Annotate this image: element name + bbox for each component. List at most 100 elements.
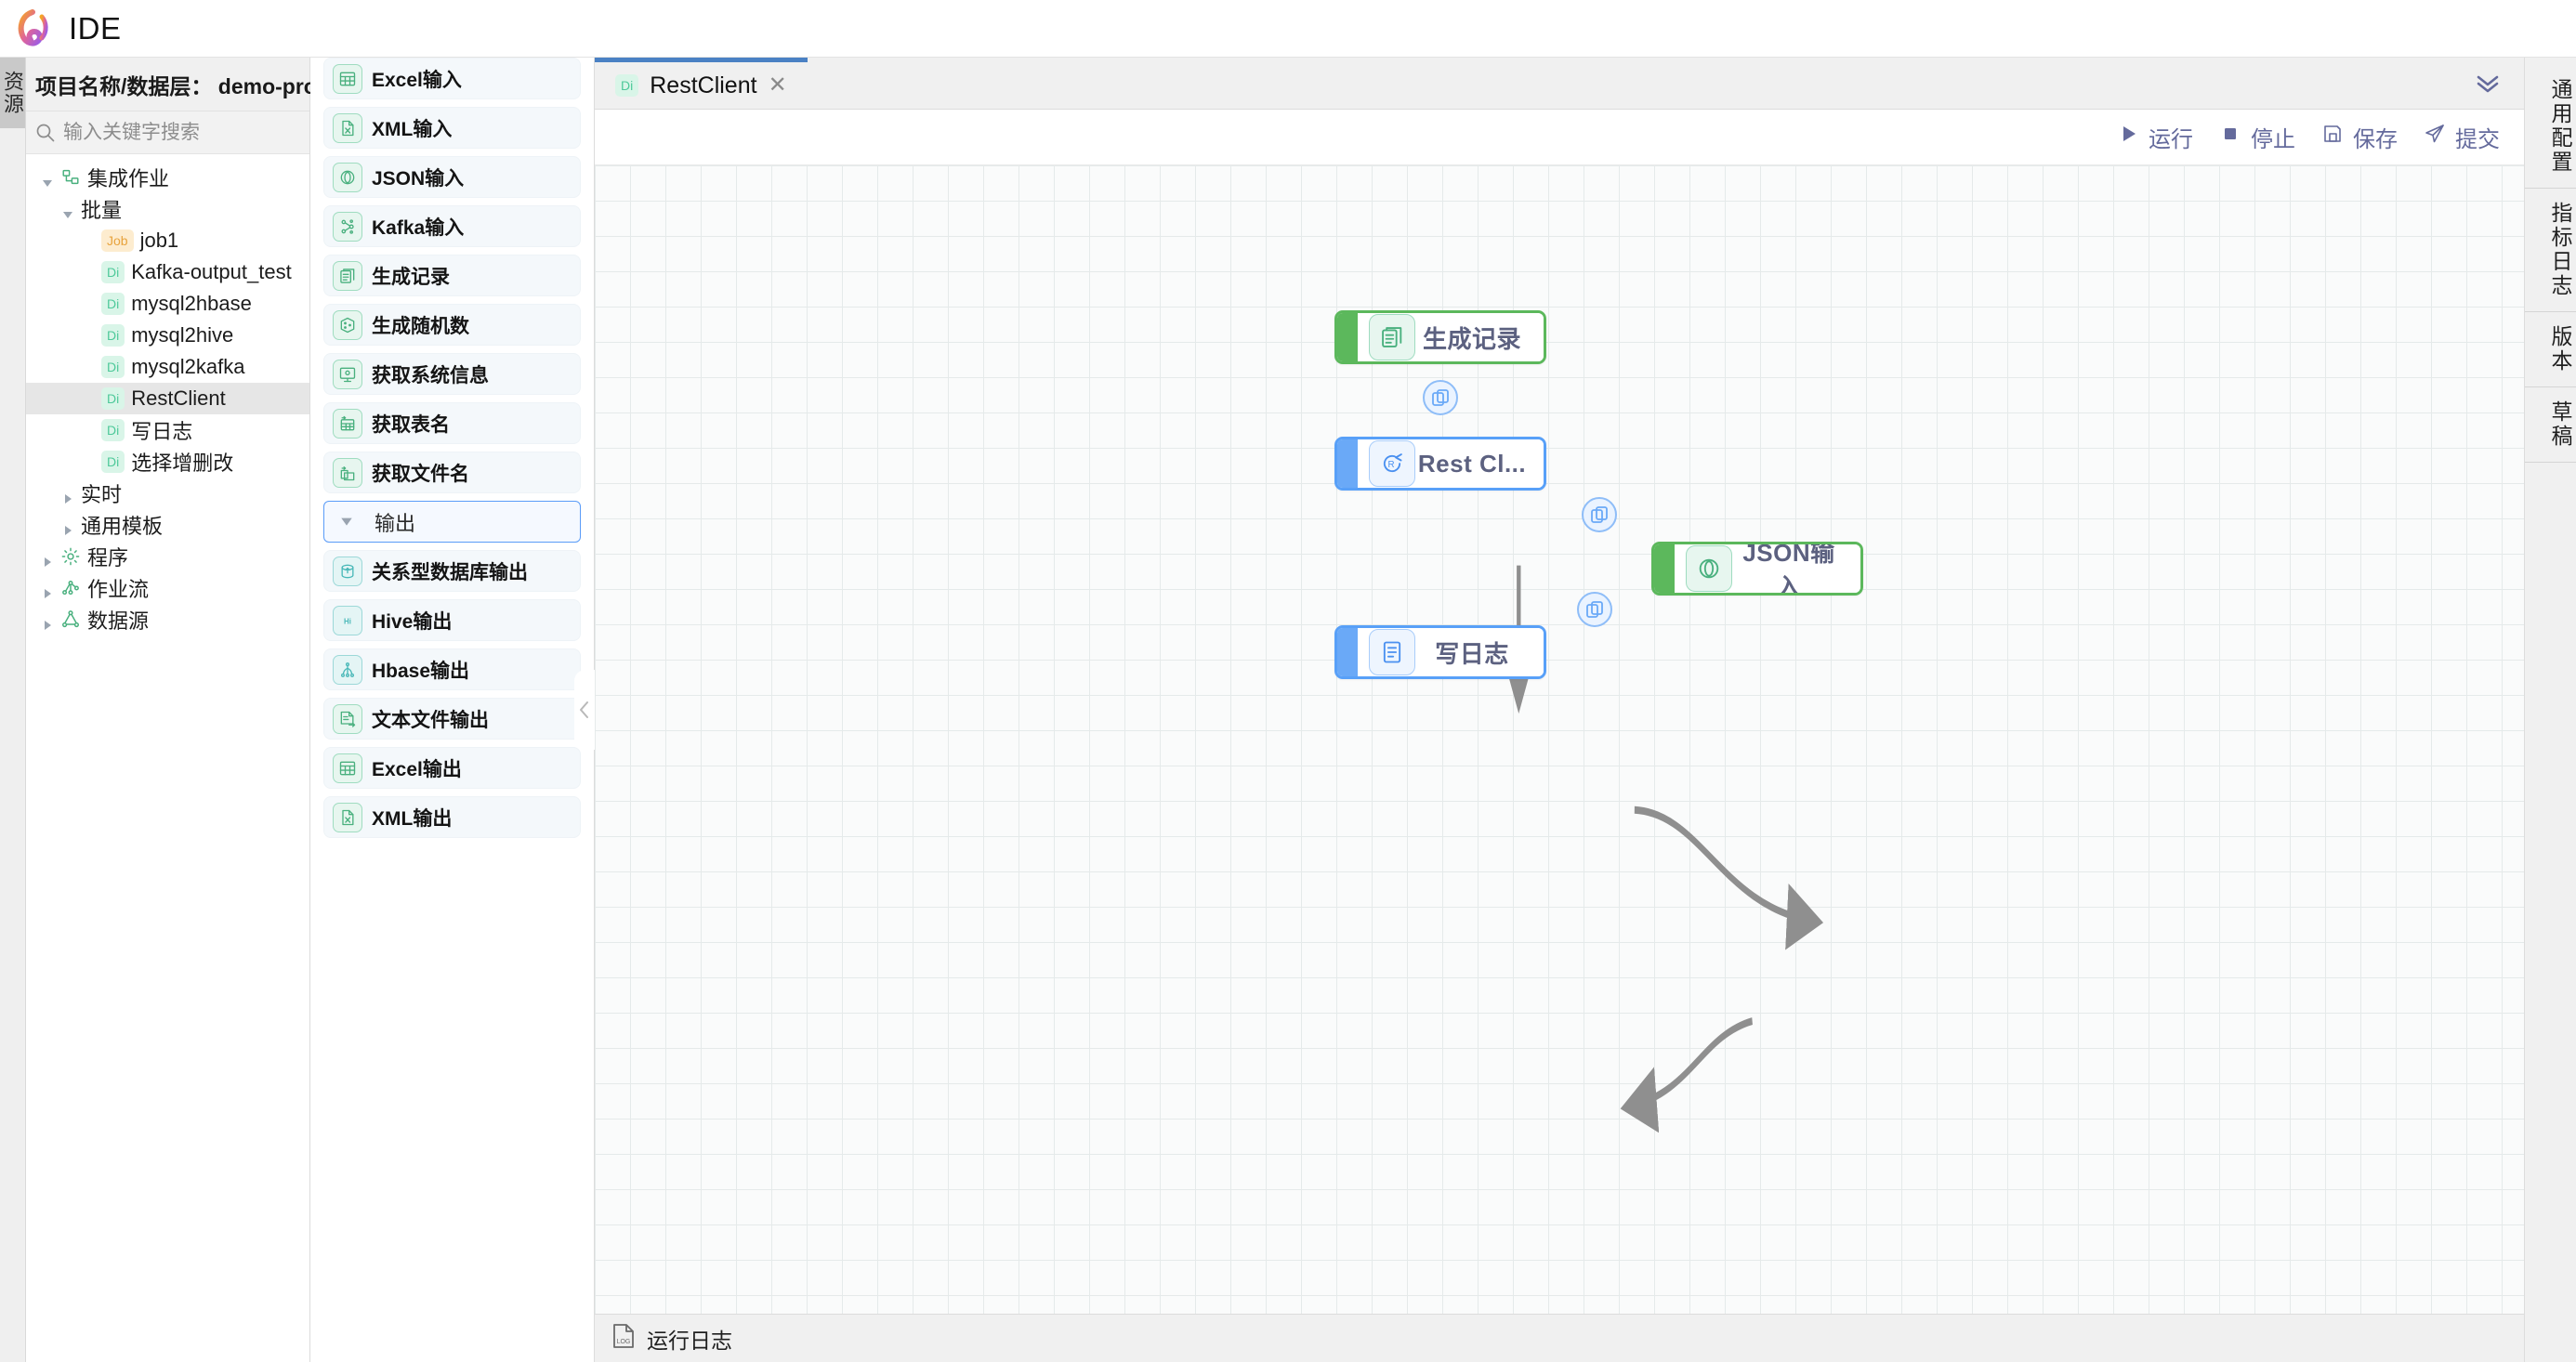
caret-right-icon[interactable] (41, 582, 54, 598)
svg-text:LOG: LOG (617, 1339, 631, 1345)
editor-area: Di RestClient ✕ 运行 停止保存提交 (595, 58, 2524, 1362)
db-up-icon (333, 556, 362, 586)
tree-item-label: job1 (139, 229, 179, 252)
node-accent-bar (1337, 313, 1358, 361)
app-title: IDE (69, 10, 122, 46)
tree-item-badge: Di (101, 451, 125, 473)
tree-item-批量[interactable]: 批量 (26, 193, 309, 225)
palette-item-Hbase输出[interactable]: Hbase输出 (323, 648, 581, 690)
node-label: 写日志 (1435, 639, 1509, 668)
workflow-icon (60, 578, 81, 598)
edge-2[interactable] (1634, 805, 1824, 950)
palette-item-获取系统信息[interactable]: 获取系统信息 (323, 353, 581, 395)
palette-item-label: Kafka输入 (372, 216, 465, 239)
caret-down-icon[interactable] (339, 510, 354, 534)
palette-item-JSON输入[interactable]: JSON输入 (323, 156, 581, 198)
palette-item-获取表名[interactable]: 获取表名 (323, 402, 581, 444)
search-input[interactable] (63, 121, 315, 144)
node-accent-bar (1337, 439, 1358, 488)
caret-right-icon[interactable] (41, 550, 54, 567)
node-label: Rest Cl... (1417, 449, 1527, 478)
explorer-header: 项目名称/数据层： demo-proj / ODS (26, 58, 387, 111)
tree-item-数据源[interactable]: 数据源 (26, 604, 309, 635)
tree-item-通用模板[interactable]: 通用模板 (26, 509, 309, 541)
palette-group-输出[interactable]: 输出 (323, 501, 581, 543)
double-chevron-down-icon[interactable] (2451, 58, 2524, 109)
caret-right-icon[interactable] (41, 613, 54, 630)
palette-item-生成随机数[interactable]: 生成随机数 (323, 304, 581, 346)
palette-item-关系型数据库输出[interactable]: 关系型数据库输出 (323, 550, 581, 592)
tree-item-集成作业[interactable]: 集成作业 (26, 162, 309, 193)
toolbar-label: 运行 (2149, 127, 2193, 152)
kafka-icon (333, 211, 362, 242)
right-tab-指标日志[interactable]: 指标日志 (2525, 189, 2576, 312)
palette-item-文本文件输出[interactable]: 文本文件输出 (323, 698, 581, 740)
tree-item-程序[interactable]: 程序 (26, 541, 309, 572)
right-tab-草稿[interactable]: 草稿 (2525, 387, 2576, 463)
status-label[interactable]: 运行日志 (647, 1328, 732, 1353)
caret-right-icon[interactable] (61, 518, 74, 535)
tree-item-badge: Di (101, 419, 125, 441)
palette-item-XML输出[interactable]: XML输出 (323, 796, 581, 838)
right-tab-版本[interactable]: 版本 (2525, 312, 2576, 387)
flow-node-写日志[interactable]: 写日志 (1334, 625, 1546, 679)
tree-item-badge: Di (101, 293, 125, 315)
palette-item-Kafka输入[interactable]: Kafka输入 (323, 205, 581, 247)
tree-item-badge: Di (101, 387, 125, 410)
records-icon (1369, 314, 1415, 360)
edge-badge-2[interactable] (1582, 497, 1617, 532)
palette-item-label: Excel输入 (372, 69, 462, 91)
palette-item-生成记录[interactable]: 生成记录 (323, 255, 581, 296)
swirl-logo-icon (13, 8, 52, 48)
toolbar-play[interactable]: 运行 (2117, 121, 2193, 153)
rail-tab-resources[interactable]: 资源 (0, 58, 25, 128)
palette-collapse-handle[interactable] (574, 670, 595, 750)
tree-item-作业流[interactable]: 作业流 (26, 572, 309, 604)
hbase-icon (333, 654, 362, 685)
flow-node-Rest Cl...[interactable]: RRest Cl... (1334, 437, 1546, 491)
caret-right-icon[interactable] (61, 487, 74, 504)
caret-down-icon[interactable] (41, 171, 54, 187)
toolbar-submit[interactable]: 提交 (2424, 121, 2500, 153)
flow-node-JSON输入[interactable]: JSON输入 (1651, 542, 1863, 596)
right-rail: 通用配置指标日志版本草稿 (2524, 58, 2576, 1362)
hive-icon: Hi (333, 605, 362, 635)
palette-item-Excel输出[interactable]: Excel输出 (323, 747, 581, 789)
palette-item-XML输入[interactable]: XML输入 (323, 107, 581, 149)
close-icon[interactable]: ✕ (768, 72, 787, 98)
monitor-icon (333, 359, 362, 389)
xml-file-icon (333, 802, 362, 832)
tree-item-实时[interactable]: 实时 (26, 478, 309, 509)
tree-item-label: 数据源 (87, 609, 150, 633)
right-tab-通用配置[interactable]: 通用配置 (2525, 65, 2576, 189)
main-body: 资源 项目名称/数据层： demo-proj / ODS 集成作业批量Jobjo… (0, 58, 2576, 1362)
edge-badge-1[interactable] (1423, 380, 1458, 415)
caret-down-icon[interactable] (61, 203, 74, 218)
tab-restclient[interactable]: Di RestClient ✕ (595, 58, 808, 109)
tree-item-badge: Di (101, 356, 125, 378)
palette-item-label: XML输出 (372, 807, 453, 830)
toolbar-save[interactable]: 保存 (2321, 121, 2398, 153)
flow-node-生成记录[interactable]: 生成记录 (1334, 310, 1546, 364)
toolbar-stop[interactable]: 停止 (2219, 121, 2295, 153)
palette-item-获取文件名[interactable]: 获取文件名 (323, 452, 581, 493)
json-icon (333, 162, 362, 192)
dice-icon (333, 309, 362, 340)
tree-item-label: Kafka-output_test (131, 260, 292, 283)
edge-3[interactable] (1620, 1017, 1753, 1133)
palette-item-Excel输入[interactable]: Excel输入 (323, 58, 581, 99)
edge-badge-3[interactable] (1577, 592, 1612, 627)
palette-item-label: 关系型数据库输出 (372, 561, 528, 583)
svg-text:Hi: Hi (344, 617, 351, 625)
